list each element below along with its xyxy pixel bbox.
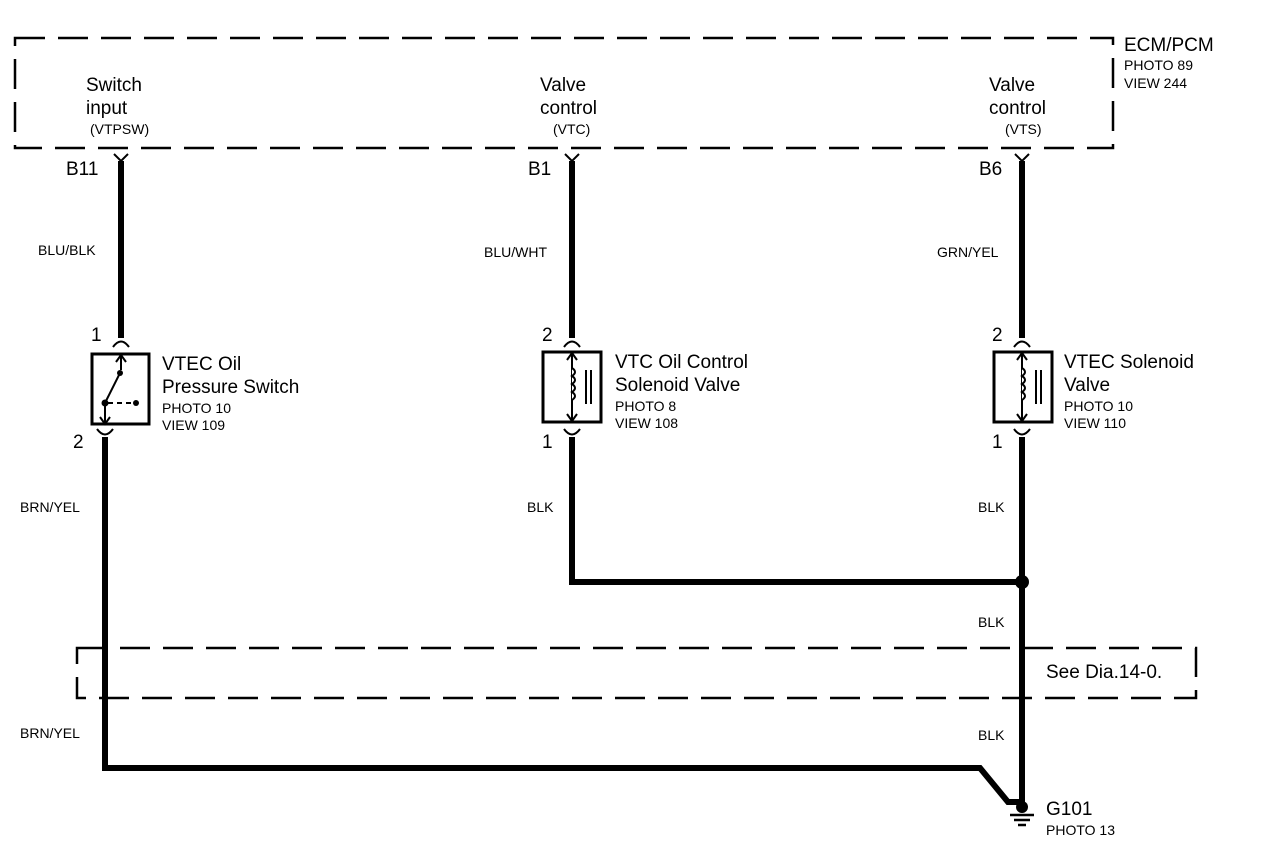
wire-label-blk-middle: BLK	[527, 499, 554, 515]
oil-switch-name-2: Pressure Switch	[162, 377, 299, 398]
oil-switch-name-1: VTEC Oil	[162, 354, 241, 375]
vtec-oil-pressure-switch	[90, 352, 151, 426]
wire-label-blu-blk: BLU/BLK	[38, 242, 96, 258]
ground-icon	[1010, 801, 1034, 827]
svg-text:Switch: Switch	[86, 75, 142, 96]
oil-switch-view: VIEW 109	[162, 417, 225, 433]
pin-b11: B11	[66, 159, 98, 180]
ground-name: G101	[1046, 799, 1092, 820]
oil-switch-pin-bottom: 2	[73, 432, 84, 453]
svg-text:control: control	[540, 98, 597, 119]
vtc-valve-connector-bottom	[563, 428, 581, 436]
vtec-solenoid-valve	[992, 350, 1054, 424]
vtc-oil-control-solenoid-valve	[541, 350, 603, 424]
wire-label-grn-yel: GRN/YEL	[937, 244, 999, 260]
vtc-valve-name-1: VTC Oil Control	[615, 352, 748, 373]
oil-switch-connector-bottom	[96, 428, 114, 436]
wire-label-blk-right-lower: BLK	[978, 727, 1005, 743]
ecm-connector-b11	[113, 153, 129, 163]
vtc-valve-view: VIEW 108	[615, 415, 678, 431]
svg-text:(VTC): (VTC)	[553, 121, 590, 137]
wire-blk-vtc	[569, 437, 1022, 585]
ecm-connector-b1	[564, 153, 580, 163]
vtec-valve-pin-top: 2	[992, 325, 1003, 346]
wire-label-brn-yel-upper: BRN/YEL	[20, 499, 80, 515]
vtec-valve-connector-top	[1013, 340, 1031, 348]
vtec-valve-name-1: VTEC Solenoid	[1064, 352, 1194, 373]
vtec-valve-view: VIEW 110	[1064, 415, 1126, 431]
ground-photo: PHOTO 13	[1046, 822, 1115, 838]
svg-text:(VTPSW): (VTPSW)	[90, 121, 149, 137]
ecm-name: ECM/PCM	[1124, 35, 1214, 56]
svg-text:input: input	[86, 98, 128, 119]
pin-b6: B6	[979, 159, 1002, 180]
splice-point	[1015, 575, 1029, 589]
ecm-photo: PHOTO 89	[1124, 57, 1193, 73]
wire-label-blk-right-mid: BLK	[978, 614, 1005, 630]
vtec-valve-name-2: Valve	[1064, 375, 1110, 396]
wire-label-blk-right-upper: BLK	[978, 499, 1005, 515]
vtc-valve-connector-top	[563, 340, 581, 348]
svg-text:control: control	[989, 98, 1046, 119]
svg-text:Valve: Valve	[540, 75, 586, 96]
ecm-terminal-vtc: Valve control (VTC)	[540, 75, 597, 137]
vtc-valve-pin-bottom: 1	[542, 432, 553, 453]
vtec-valve-photo: PHOTO 10	[1064, 398, 1133, 414]
reference-text: See Dia.14-0.	[1046, 662, 1162, 683]
oil-switch-photo: PHOTO 10	[162, 400, 231, 416]
vtc-valve-name-2: Solenoid Valve	[615, 375, 740, 396]
ecm-terminal-vtpsw: Switch input (VTPSW)	[86, 75, 149, 137]
ecm-terminal-vts: Valve control (VTS)	[989, 75, 1046, 137]
vtc-valve-pin-top: 2	[542, 325, 553, 346]
reference-box	[75, 646, 1198, 700]
svg-text:(VTS): (VTS)	[1005, 121, 1042, 137]
pin-b1: B1	[528, 159, 551, 180]
svg-text:Valve: Valve	[989, 75, 1035, 96]
oil-switch-pin-top: 1	[91, 325, 102, 346]
vtc-valve-photo: PHOTO 8	[615, 398, 676, 414]
vtec-valve-connector-bottom	[1013, 428, 1031, 436]
wire-label-blu-wht: BLU/WHT	[484, 244, 547, 260]
oil-switch-connector-top	[112, 340, 130, 348]
wire-brn-yel	[102, 437, 1022, 805]
wire-label-brn-yel-lower: BRN/YEL	[20, 725, 80, 741]
ecm-connector-b6	[1014, 153, 1030, 163]
ecm-view: VIEW 244	[1124, 75, 1187, 91]
vtec-valve-pin-bottom: 1	[992, 432, 1003, 453]
